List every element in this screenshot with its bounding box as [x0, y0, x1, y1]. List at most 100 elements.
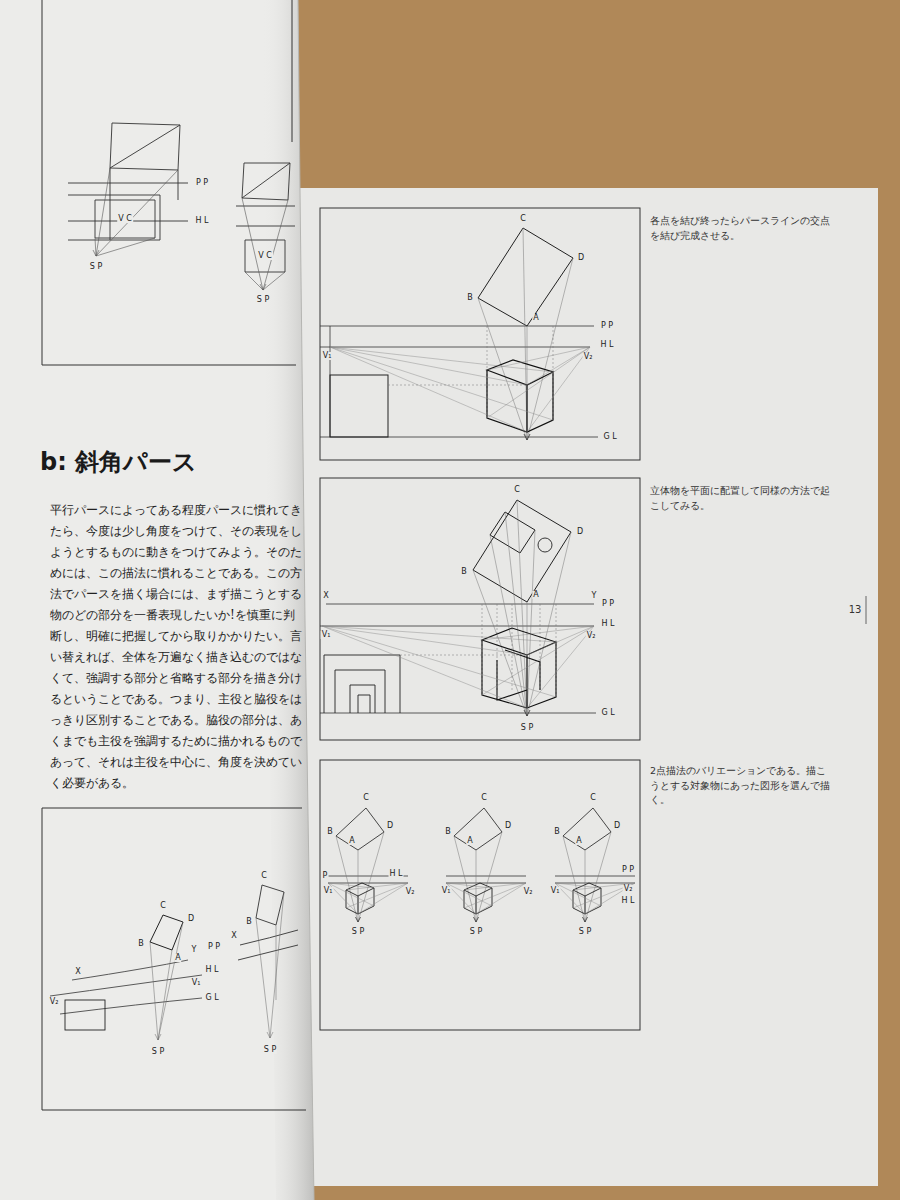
point-label: D: [613, 822, 621, 830]
point-label: S P: [89, 263, 103, 271]
variation-drawing: [446, 808, 526, 922]
plan-drawing: [238, 885, 298, 960]
page-number: 13: [849, 605, 862, 615]
point-label: S P: [263, 1046, 277, 1054]
point-label: B: [245, 918, 253, 926]
sight-lines: [150, 922, 183, 1040]
point-label: S P: [520, 724, 534, 732]
point-label: D: [577, 254, 585, 262]
point-label: B: [137, 940, 145, 948]
point-label: B: [466, 294, 474, 302]
point-label: P P: [601, 600, 615, 608]
section-heading: b: 斜角パース: [40, 448, 197, 477]
cube: [482, 628, 556, 708]
point-label: V₁: [323, 887, 334, 895]
projection-lines: [400, 604, 556, 697]
point-label: D: [576, 528, 584, 536]
point-label: C: [480, 794, 488, 802]
arrow-mark: [524, 434, 530, 440]
point-label: H L: [600, 620, 615, 628]
point-label: A: [348, 837, 355, 845]
point-label: X: [322, 592, 329, 600]
point-label: S P: [151, 1048, 165, 1056]
elevation-squares: [324, 655, 400, 713]
point-label: V₁: [191, 979, 202, 987]
point-label: C: [159, 902, 167, 910]
elevation-square: [65, 1000, 105, 1030]
figure-caption: 各点を結び終ったらパースラインの交点を結び完成させる。: [650, 214, 832, 243]
arrow-mark: [524, 710, 530, 716]
left-page: [0, 0, 314, 1200]
sight-lines: [256, 892, 284, 1038]
figure-frame: [42, 0, 296, 365]
plan-square: [478, 228, 573, 326]
figure-frame: [42, 808, 306, 1110]
point-label: G L: [204, 994, 219, 1002]
point-label: B: [460, 568, 468, 576]
point-label: B: [553, 828, 561, 836]
point-label: B: [326, 828, 334, 836]
figure-frame: [320, 208, 640, 460]
sight-lines: [242, 198, 288, 290]
point-label: A: [466, 837, 473, 845]
point-label: S P: [351, 928, 365, 936]
reference-lines: [50, 960, 202, 1014]
point-label: Y: [191, 946, 198, 954]
point-label: C: [589, 794, 597, 802]
point-label: H L: [620, 897, 635, 905]
point-label: V₂: [583, 353, 594, 361]
projection-lines: [388, 326, 553, 420]
point-label: Y: [591, 592, 598, 600]
point-label: D: [504, 822, 512, 830]
point-label: P P: [195, 179, 209, 187]
point-label: A: [174, 954, 181, 962]
variation-drawing: [328, 808, 408, 922]
point-label: G L: [602, 433, 617, 441]
point-label: P: [322, 872, 329, 880]
point-label: C: [513, 486, 521, 494]
perspective-lines: [330, 347, 590, 432]
point-label: C: [260, 872, 268, 880]
reference-lines: [320, 604, 596, 713]
page-number-rule: [866, 596, 867, 624]
point-label: V₁: [321, 631, 332, 639]
elevation-square: [330, 375, 388, 437]
point-label: A: [532, 314, 539, 322]
point-label: V₁: [441, 887, 452, 895]
point-label: V C: [117, 215, 133, 223]
figure-frame: [320, 478, 640, 740]
sight-lines: [93, 168, 178, 256]
point-label: C: [362, 794, 370, 802]
sight-lines: [473, 500, 571, 716]
figure-frame: [320, 760, 640, 1030]
point-label: V₂: [49, 998, 60, 1006]
point-label: H L: [194, 217, 209, 225]
reference-lines: [320, 326, 598, 437]
point-label: B: [444, 828, 452, 836]
point-label: S P: [578, 928, 592, 936]
point-label: P P: [600, 322, 614, 330]
point-label: A: [532, 591, 539, 599]
point-label: P P: [207, 943, 221, 951]
point-label: D: [386, 822, 394, 830]
point-label: S P: [469, 928, 483, 936]
point-label: H L: [388, 870, 403, 878]
perspective-lines: [322, 626, 594, 708]
right-page: [288, 188, 878, 1186]
sight-lines: [478, 228, 573, 440]
plan-circle: [538, 538, 552, 552]
point-label: H L: [204, 966, 219, 974]
figure-caption: 立体物を平面に配置して同様の方法で起こしてみる。: [650, 484, 832, 513]
point-label: V₁: [322, 352, 333, 360]
point-label: V C: [257, 252, 273, 260]
point-label: D: [187, 915, 195, 923]
point-label: P P: [621, 866, 635, 874]
point-label: X: [230, 932, 237, 940]
point-label: S P: [256, 296, 270, 304]
plan-drawing: [236, 163, 295, 272]
variation-drawing: [555, 808, 635, 922]
point-label: V₁: [550, 887, 561, 895]
point-label: V₂: [623, 885, 634, 893]
point-label: V₂: [523, 888, 534, 896]
